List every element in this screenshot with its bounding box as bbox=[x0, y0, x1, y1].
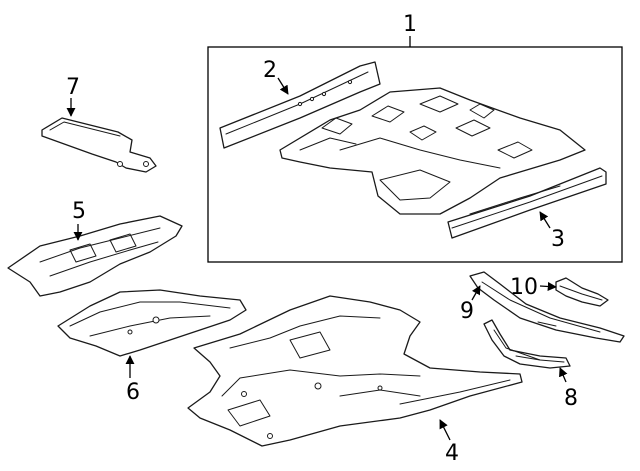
leader-9 bbox=[471, 285, 481, 301]
callout-6: 6 bbox=[126, 380, 140, 405]
leader-10 bbox=[539, 281, 557, 292]
front-floor-panel bbox=[7, 215, 183, 297]
crossmember-lower bbox=[483, 319, 571, 369]
leader-4 bbox=[439, 419, 451, 441]
assembly-box bbox=[207, 46, 623, 263]
callout-3: 3 bbox=[551, 227, 565, 252]
callout-7: 7 bbox=[66, 75, 80, 100]
floor-pan-assembly bbox=[279, 87, 586, 215]
bracket bbox=[41, 117, 157, 173]
main-floor-pan bbox=[187, 295, 523, 447]
crossmember-upper bbox=[469, 271, 625, 343]
rear-floor-panel bbox=[57, 289, 247, 357]
leader-8 bbox=[559, 367, 568, 383]
small-bracket bbox=[555, 277, 609, 307]
callout-2: 2 bbox=[263, 58, 277, 83]
callout-9: 9 bbox=[460, 299, 474, 324]
callout-10: 10 bbox=[510, 275, 538, 300]
side-sill-left bbox=[219, 61, 381, 149]
callout-5: 5 bbox=[72, 199, 86, 224]
side-sill-right bbox=[447, 167, 607, 239]
callout-4: 4 bbox=[445, 441, 459, 466]
leader-3 bbox=[539, 211, 551, 229]
callout-8: 8 bbox=[564, 386, 578, 411]
callout-1: 1 bbox=[403, 12, 417, 37]
leader-2 bbox=[277, 77, 289, 95]
